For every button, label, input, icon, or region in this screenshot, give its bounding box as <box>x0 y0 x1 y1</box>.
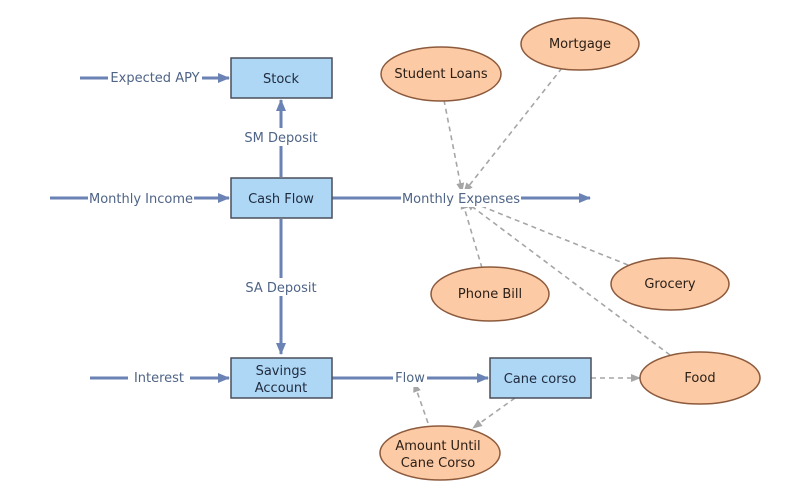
aux-food[interactable]: Food <box>639 351 761 405</box>
stock-stock[interactable]: Stock <box>230 57 333 99</box>
stock-savings-account-label-line2: Account <box>255 381 308 396</box>
stock-stock-label: Stock <box>263 72 299 87</box>
stocks: Stock Cash Flow Savings Account Cane cor… <box>230 57 592 399</box>
flow-label-flow: Flow <box>395 371 425 386</box>
aux-phone-bill-label: Phone Bill <box>458 287 522 302</box>
flow-label-sm-deposit: SM Deposit <box>244 131 317 146</box>
stock-cane-corso-label: Cane corso <box>504 372 577 387</box>
aux-student-loans[interactable]: Student Loans <box>380 46 502 102</box>
aux-grocery-label: Grocery <box>644 277 696 292</box>
aux-food-label: Food <box>684 371 715 386</box>
stock-savings-account-label-line1: Savings <box>256 364 307 379</box>
stock-cash-flow[interactable]: Cash Flow <box>230 177 333 219</box>
flow-label-monthly-income: Monthly Income <box>89 192 193 207</box>
flow-label-monthly-expenses: Monthly Expenses <box>402 192 520 207</box>
stock-savings-account[interactable]: Savings Account <box>230 357 333 399</box>
link-grocery-to-expenses <box>465 199 629 266</box>
aux-amount-until-cane-corso-label-line2: Cane Corso <box>401 456 476 471</box>
aux-mortgage[interactable]: Mortgage <box>520 17 640 71</box>
aux-phone-bill[interactable]: Phone Bill <box>430 266 550 322</box>
link-amount-to-flow <box>413 382 429 424</box>
stock-cane-corso[interactable]: Cane corso <box>489 357 592 399</box>
link-cane-corso-to-amount <box>472 397 516 429</box>
flow-label-sa-deposit: SA Deposit <box>245 281 316 296</box>
aux-mortgage-label: Mortgage <box>549 37 611 52</box>
flow-labels: Expected APY SM Deposit Monthly Income M… <box>89 71 520 386</box>
links <box>413 67 671 429</box>
aux-student-loans-label: Student Loans <box>394 67 487 82</box>
aux-amount-until-cane-corso-label-line1: Amount Until <box>395 439 480 454</box>
flow-label-backgrounds <box>88 68 521 387</box>
flow-label-expected-apy: Expected APY <box>110 71 199 86</box>
aux-grocery[interactable]: Grocery <box>610 257 730 311</box>
link-student-loans-to-expenses <box>443 99 465 193</box>
link-phone-bill-to-expenses <box>460 199 483 269</box>
auxiliaries: Student Loans Mortgage Phone Bill Grocer… <box>379 17 761 481</box>
stock-cash-flow-label: Cash Flow <box>248 192 314 207</box>
link-food-to-expenses <box>465 201 671 356</box>
flows <box>50 73 591 383</box>
aux-amount-until-cane-corso[interactable]: Amount Until Cane Corso <box>379 425 501 481</box>
flow-label-interest: Interest <box>134 371 184 386</box>
